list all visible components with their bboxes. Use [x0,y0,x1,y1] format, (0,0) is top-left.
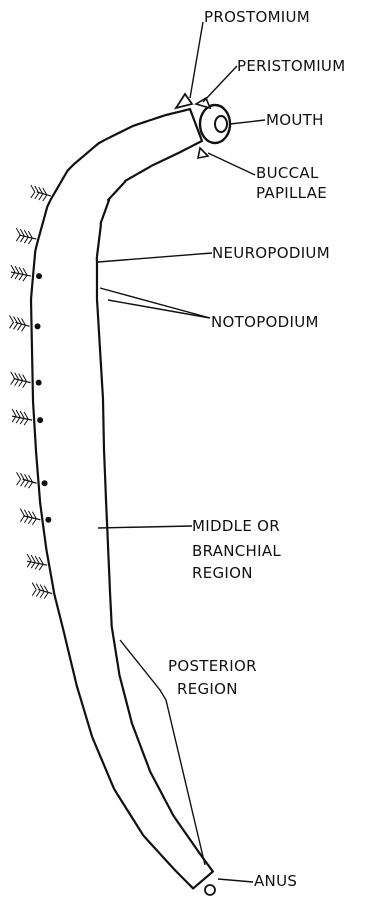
label-middle-or: MIDDLE OR [192,517,280,536]
label-region-middle: REGION [192,564,253,583]
gill-filament [27,554,31,567]
peristomium-cirrus [196,98,210,108]
gill-base-dot [36,380,42,386]
leader-line [108,300,210,318]
leader-line [208,153,255,175]
gill-filament [11,265,15,278]
label-peristomium: PERISTOMIUM [237,57,345,76]
leader-line-anus [218,879,253,882]
label-mouth: MOUTH [266,111,324,130]
label-region-posterior: REGION [177,680,238,699]
leader-line [98,526,192,528]
label-notopodium: NOTOPODIUM [211,313,319,332]
gill-filament [16,228,20,241]
gill-base-dot [35,323,41,329]
gill-filament [10,315,14,328]
gill-filament [17,472,21,485]
gill-filament [20,509,24,522]
mouth-opening [215,116,227,132]
gill-base-dot [42,480,48,486]
label-buccal: BUCCAL [256,164,319,183]
gill-filament [32,583,36,596]
buccal-papilla [198,148,208,158]
leader-line [230,120,265,124]
label-posterior: POSTERIOR [168,657,257,676]
gill-base-dot [37,417,43,423]
label-branchial: BRANCHIAL [192,542,281,561]
prostomium-lobe [176,94,192,108]
gill-filament [31,185,35,198]
leader-line [190,22,203,98]
label-anus: ANUS [254,872,297,891]
body-outline [31,109,213,888]
label-prostomium: PROSTOMIUM [204,8,310,27]
label-neuropodium: NEUROPODIUM [212,244,330,263]
anus-opening [205,885,215,895]
gill-filament [11,372,15,385]
gill-base-dot [36,273,42,279]
leader-line [203,66,237,102]
gill-base-dot [45,517,51,523]
leader-line [98,253,212,262]
body-contour [31,109,213,888]
gill-filament [12,409,16,422]
leader-line [100,288,210,318]
label-papillae: PAPILLAE [256,184,327,203]
